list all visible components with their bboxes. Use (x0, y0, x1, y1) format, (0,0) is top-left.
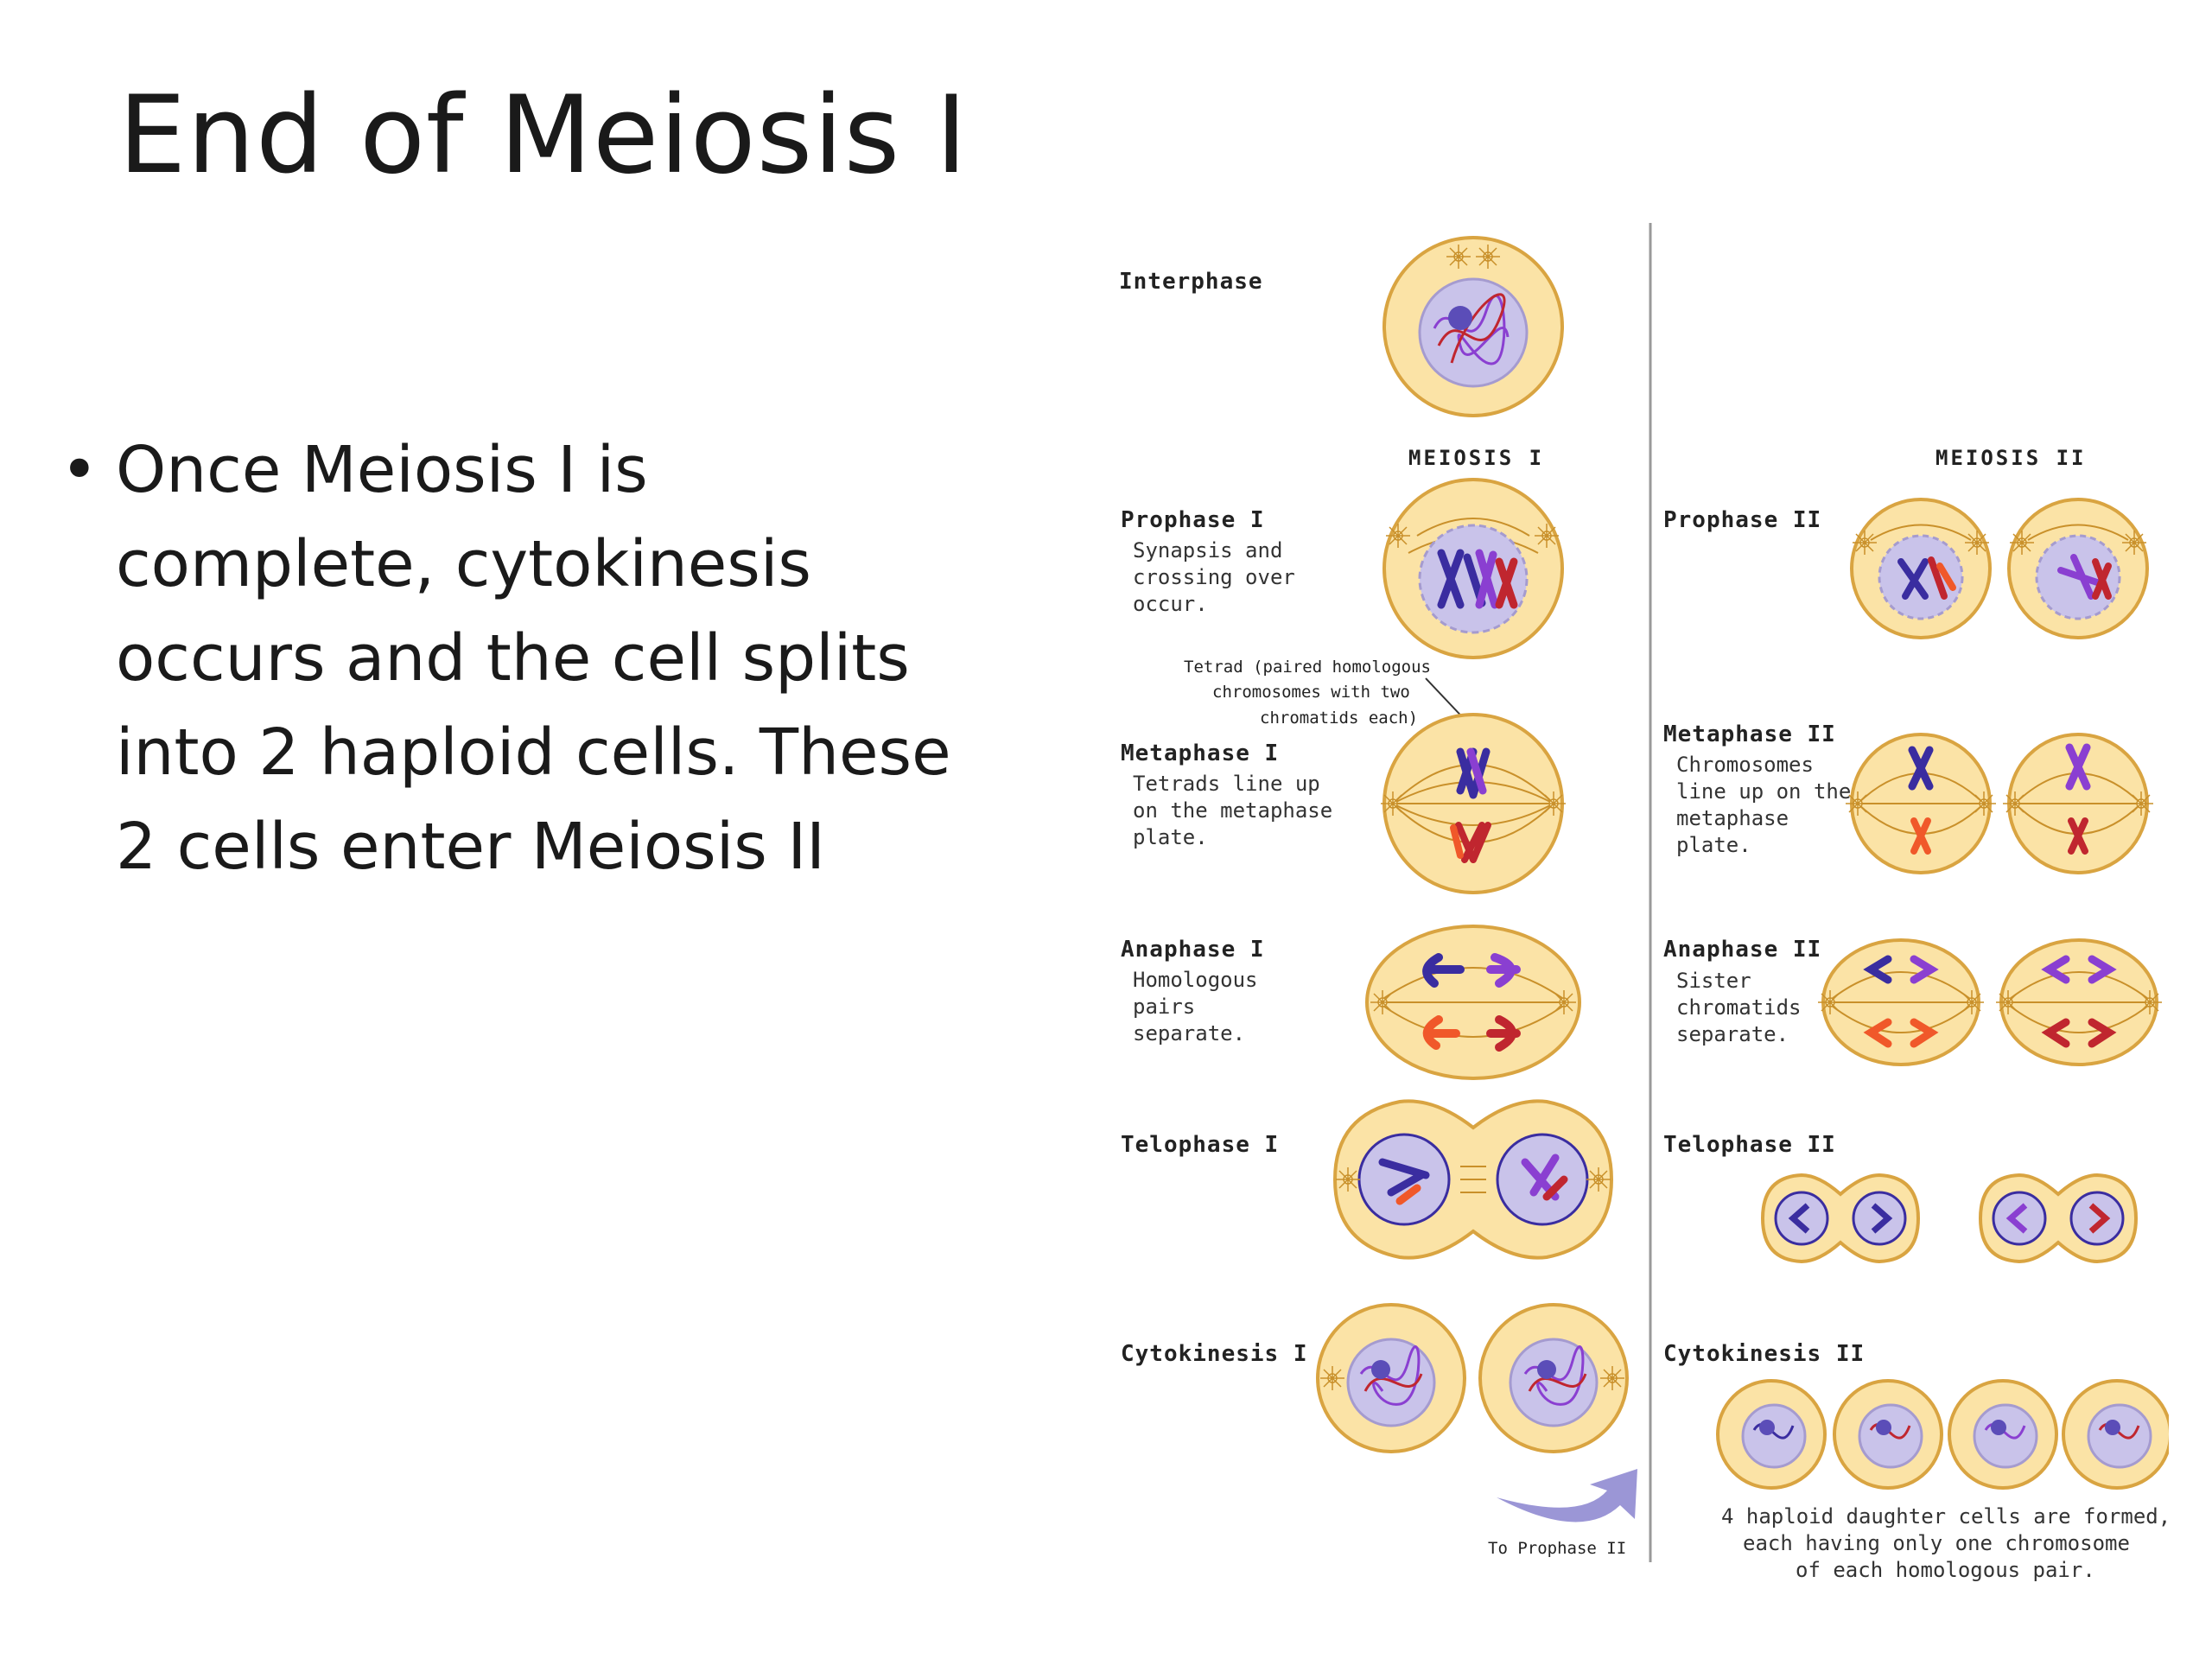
telophase-ii-cells (1760, 1173, 2139, 1264)
anaphase-i-cell (1365, 925, 1581, 1080)
meiosis-i-header: MEIOSIS I (1408, 446, 1544, 470)
prophase-i-cell (1382, 478, 1564, 659)
cytokinesis-ii-cells (1716, 1379, 2169, 1490)
anaphase-ii-desc: Sister (1676, 969, 1751, 993)
telophase-i-cell (1332, 1099, 1614, 1260)
to-prophase-ii-arrow (1497, 1469, 1637, 1522)
anaphase-ii-desc: chromatids (1676, 995, 1802, 1020)
anaphase-ii-label: Anaphase II (1663, 937, 1821, 963)
metaphase-ii-desc: line up on the (1676, 779, 1851, 804)
bullet-line: occurs and the cell splits (116, 621, 910, 696)
tetrad-note: chromatids each) (1260, 709, 1418, 728)
metaphase-i-desc: plate. (1133, 825, 1208, 849)
prophase-ii-label: Prophase II (1663, 507, 1821, 533)
metaphase-ii-cells (1845, 733, 2154, 874)
metaphase-i-desc: Tetrads line up (1133, 772, 1320, 796)
anaphase-ii-cells (1817, 938, 2163, 1066)
prophase-i-label: Prophase I (1121, 507, 1265, 533)
metaphase-ii-label: Metaphase II (1663, 721, 1836, 747)
metaphase-i-desc: on the metaphase (1133, 798, 1332, 823)
telophase-ii-label: Telophase II (1663, 1132, 1836, 1158)
metaphase-i-label: Metaphase I (1121, 741, 1279, 766)
slide-title: End of Meiosis I (118, 73, 969, 198)
anaphase-i-desc: pairs (1133, 995, 1195, 1019)
prophase-i-desc: occur. (1133, 592, 1208, 616)
final-note: 4 haploid daughter cells are formed, (1721, 1504, 2169, 1529)
anaphase-i-desc: separate. (1133, 1021, 1245, 1046)
metaphase-ii-desc: metaphase (1676, 806, 1789, 830)
final-note: of each homologous pair. (1796, 1558, 2095, 1582)
final-note: each having only one chromosome (1743, 1531, 2130, 1555)
bullet-line: Once Meiosis I is (116, 433, 648, 507)
prophase-ii-cells (1850, 498, 2149, 639)
metaphase-ii-desc: Chromosomes (1676, 753, 1814, 777)
interphase-label: Interphase (1119, 269, 1263, 295)
anaphase-i-label: Anaphase I (1121, 937, 1265, 963)
metaphase-i-cell (1380, 713, 1567, 894)
bullet-line: complete, cytokinesis (116, 527, 811, 601)
telophase-i-label: Telophase I (1121, 1132, 1279, 1158)
meiosis-diagram: Interphase MEIOSIS I Prophase I Synapsis… (1119, 223, 2169, 1582)
bullet-marker: • (60, 433, 99, 507)
cytokinesis-i-cells (1316, 1303, 1629, 1453)
to-prophase-ii-label: To Prophase II (1488, 1539, 1626, 1558)
interphase-cell (1382, 236, 1564, 417)
meiosis-ii-header: MEIOSIS II (1936, 446, 2087, 470)
anaphase-ii-desc: separate. (1676, 1022, 1789, 1046)
prophase-i-desc: crossing over (1133, 565, 1295, 589)
metaphase-ii-desc: plate. (1676, 833, 1751, 857)
bullet-line: into 2 haploid cells. These (116, 715, 951, 790)
cytokinesis-i-label: Cytokinesis I (1121, 1341, 1308, 1367)
bullet-line: 2 cells enter Meiosis II (116, 810, 825, 884)
bullet-item: • Once Meiosis I is complete, cytokinesi… (60, 423, 1063, 894)
tetrad-note: chromosomes with two (1212, 683, 1410, 702)
anaphase-i-desc: Homologous (1133, 968, 1258, 992)
bullet-list: • Once Meiosis I is complete, cytokinesi… (60, 423, 1063, 894)
cytokinesis-ii-label: Cytokinesis II (1663, 1341, 1865, 1367)
tetrad-note: Tetrad (paired homologous (1184, 658, 1431, 677)
prophase-i-desc: Synapsis and (1133, 538, 1282, 563)
